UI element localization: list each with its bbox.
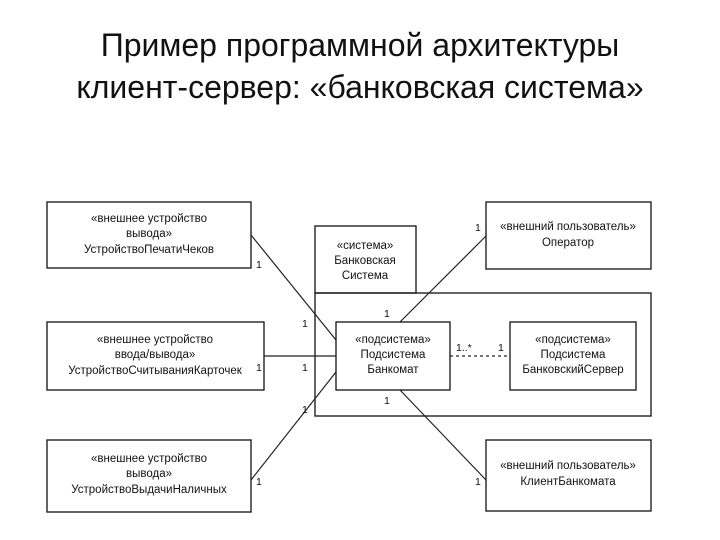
printer-stereotype-cont: вывода»	[126, 228, 172, 240]
operator-stereotype: «внешний пользователь»	[500, 221, 636, 233]
mult-atm-server-right: 1	[498, 342, 504, 354]
link-operator-atm	[399, 235, 487, 323]
mult-dispenser-end: 1	[256, 476, 262, 488]
dispenser-stereotype: «внешнее устройство	[91, 453, 207, 465]
client-box	[485, 439, 652, 512]
printer-stereotype: «внешнее устройство	[91, 213, 207, 225]
system-frame	[314, 292, 652, 417]
atm-subsystem-box	[335, 321, 451, 391]
server-stereotype: «подсистема»	[535, 334, 611, 346]
mult-operator-end: 1	[475, 222, 481, 234]
operator-name: Оператор	[542, 237, 594, 249]
link-printer-atm	[250, 234, 337, 341]
link-client-atm	[399, 389, 487, 481]
title-line-1: Пример программной архитектуры	[100, 27, 620, 63]
mult-client-atm-end: 1	[384, 395, 390, 407]
slide-title: Пример программной архитектуры клиент-се…	[0, 24, 720, 108]
system-stereotype: «система»	[337, 240, 394, 252]
mult-printer-atm-end: 1	[302, 318, 308, 330]
reader-stereotype: «внешнее устройство	[97, 334, 213, 346]
reader-name: УстройствоСчитыванияКарточек	[68, 365, 243, 377]
server-subsystem-box	[509, 321, 637, 391]
printer-box	[46, 201, 252, 269]
mult-reader-end: 1	[256, 362, 262, 374]
mult-printer-end: 1	[256, 259, 262, 271]
mult-client-end: 1	[475, 476, 481, 488]
mult-operator-atm-end: 1	[384, 308, 390, 320]
client-name: КлиентБанкомата	[520, 476, 616, 488]
system-tab	[314, 225, 417, 294]
atm-name-line-2: Банкомат	[367, 364, 419, 376]
reader-stereotype-cont: ввода/вывода»	[115, 349, 196, 361]
client-stereotype: «внешний пользователь»	[500, 460, 636, 472]
system-name-line-2: Система	[342, 270, 389, 282]
server-name-line-2: БанковскийСервер	[522, 364, 623, 376]
dispenser-name: УстройствоВыдачиНаличных	[71, 484, 227, 496]
printer-name: УстройствоПечатиЧеков	[84, 244, 214, 256]
system-name-line-1: Банковская	[334, 255, 396, 267]
dispenser-box	[46, 439, 252, 513]
title-line-2: клиент-сервер: «банковская система»	[76, 69, 644, 105]
mult-reader-atm-end: 1	[302, 362, 308, 374]
reader-box	[46, 321, 265, 391]
atm-stereotype: «подсистема»	[355, 334, 431, 346]
atm-name-line-1: Подсистема	[361, 349, 426, 361]
mult-atm-server-left: 1..*	[456, 342, 472, 354]
server-name-line-1: Подсистема	[541, 349, 606, 361]
operator-box	[485, 201, 652, 270]
mult-dispenser-atm-end: 1	[302, 404, 308, 416]
link-dispenser-atm	[250, 371, 337, 481]
dispenser-stereotype-cont: вывода»	[126, 468, 172, 480]
